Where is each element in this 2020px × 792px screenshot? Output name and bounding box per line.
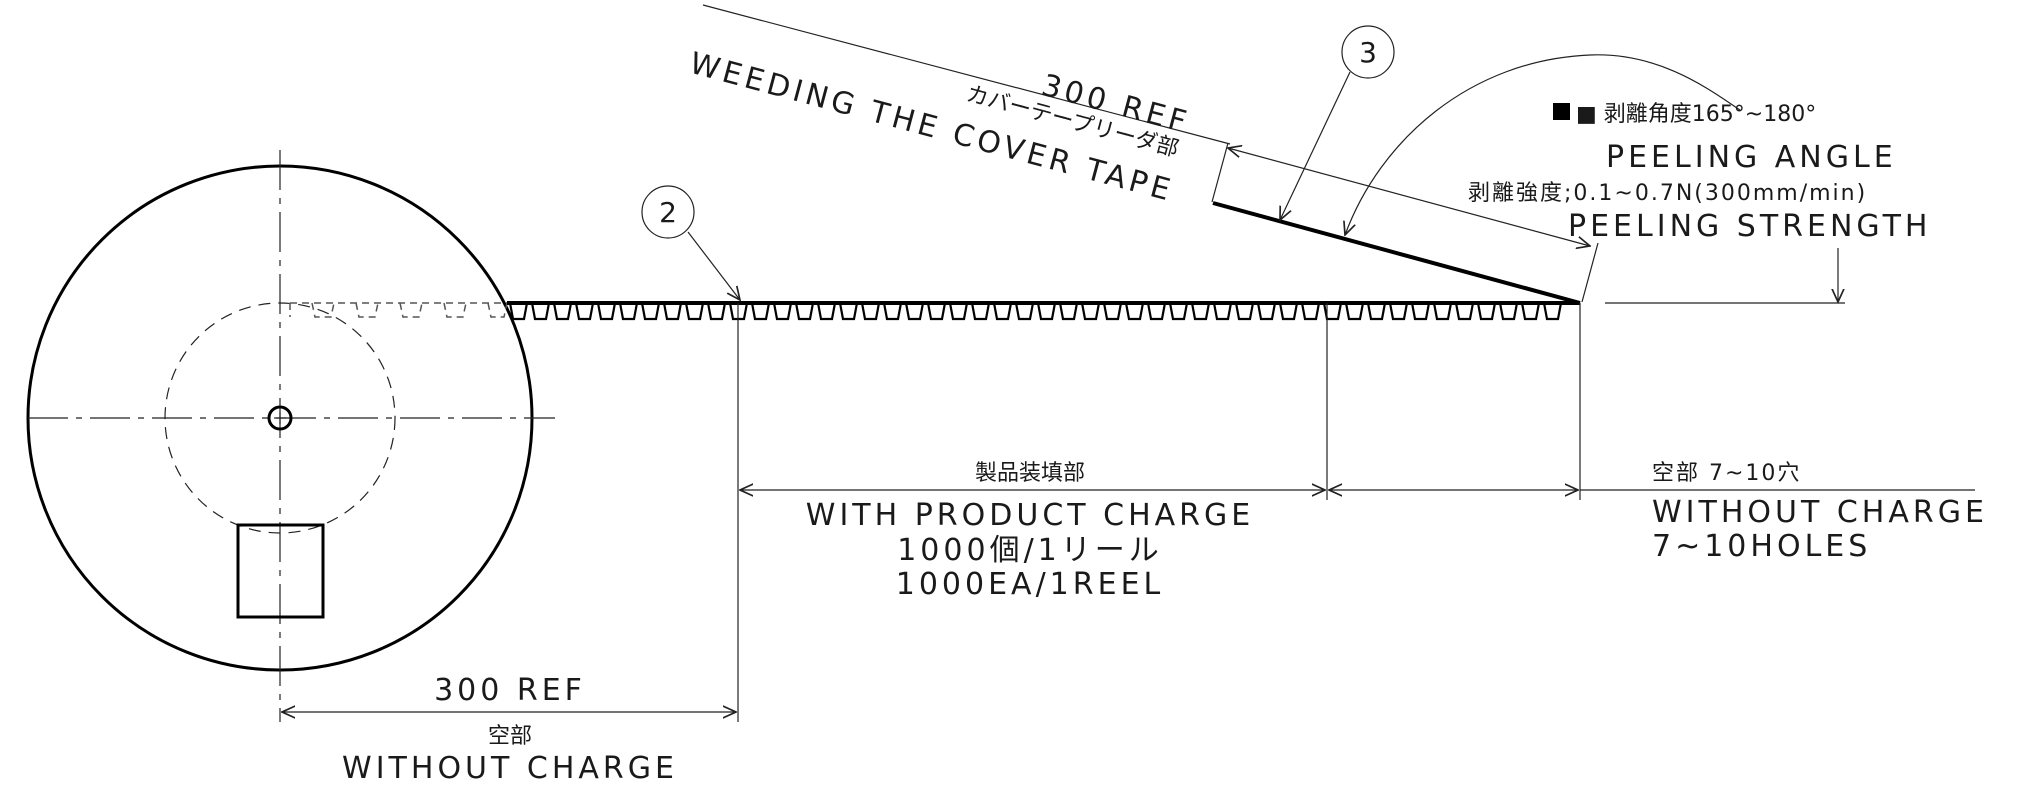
reel-hub (267, 405, 293, 431)
tape-pocket (1366, 302, 1387, 321)
tape-pocket (1520, 302, 1541, 321)
product-count-jp: 1000個/1リール (897, 533, 1163, 568)
bottom-without-charge: WITHOUT CHARGE (342, 751, 678, 786)
tape-pocket (596, 302, 617, 321)
callout-2: 2 (641, 185, 740, 300)
tape-pocket (838, 302, 859, 321)
callout-2-leader (687, 231, 740, 300)
tape-pocket (1168, 302, 1189, 321)
reel-window (236, 523, 325, 619)
tape-pocket (1476, 302, 1497, 321)
tape-pocket (1256, 302, 1277, 321)
right-without-charge: WITHOUT CHARGE (1652, 495, 1988, 530)
product-count-en: 1000EA/1REEL (896, 567, 1165, 602)
tape-pocket (1102, 302, 1123, 321)
tape-pocket (750, 302, 771, 321)
tape-pocket (1146, 302, 1167, 321)
cover-tape (1212, 201, 1581, 305)
tape-pocket (1036, 302, 1057, 321)
tape-pocket (662, 302, 683, 321)
tape-pocket (1498, 302, 1519, 321)
angle-marker-square (1553, 103, 1570, 120)
callout-3-leader (1280, 71, 1351, 220)
bottom-dim-label: 300 REF (434, 673, 586, 708)
tape-pocket (1124, 302, 1145, 321)
carrier-tape (507, 301, 1580, 321)
tape-pocket (1410, 302, 1431, 321)
tape-pocket (1432, 302, 1453, 321)
tape-pocket (1344, 302, 1365, 321)
tape-pocket (1300, 302, 1321, 321)
peeling-angle-jp: ■ 剥離角度165°~180° (1576, 102, 1816, 127)
tape-pocket (706, 302, 727, 321)
tape-pocket (904, 302, 925, 321)
right-holes: 7~10HOLES (1652, 529, 1871, 564)
peeling-strength-en: PEELING STRENGTH (1568, 209, 1931, 244)
tape-pocket (992, 302, 1013, 321)
tape-pocket (1014, 302, 1035, 321)
tape-pocket (1322, 302, 1343, 321)
top-dim-line (1228, 148, 1590, 246)
tape-pocket (948, 302, 969, 321)
tape-pocket (794, 302, 815, 321)
tape-pocket (530, 302, 551, 321)
tape-pocket (684, 302, 705, 321)
reel (26, 150, 555, 722)
callout-2-number: 2 (659, 196, 677, 229)
right-empty-jp: 空部 7~10穴 (1652, 461, 1801, 486)
tape-pocket (1454, 302, 1475, 321)
peeling-strength-jp: 剥離強度;0.1~0.7N(300mm/min) (1468, 181, 1867, 206)
bottom-empty-jp: 空部 (488, 724, 532, 749)
product-label-jp: 製品装填部 (975, 461, 1085, 486)
top-dim-extension-right (1581, 242, 1599, 303)
tape-pocket (860, 302, 881, 321)
callout-3-circle (1341, 25, 1395, 79)
peeling-angle-arc (1345, 54, 1741, 235)
tape-pocket (970, 302, 991, 321)
tape-pocket (1058, 302, 1079, 321)
product-label-en: WITH PRODUCT CHARGE (806, 498, 1254, 533)
tape-pocket (1190, 302, 1211, 321)
tape-pocket (640, 302, 661, 321)
tape-pocket (1080, 302, 1101, 321)
tape-pocket (1388, 302, 1409, 321)
tape-pockets (508, 302, 1563, 321)
callout-2-circle (641, 185, 695, 239)
callout-3-number: 3 (1359, 36, 1377, 69)
tape-pocket (772, 302, 793, 321)
tape-pocket (1212, 302, 1233, 321)
peeling-angle-en: PEELING ANGLE (1606, 140, 1897, 175)
callout-3: 3 (1280, 25, 1395, 220)
tape-pocket (618, 302, 639, 321)
cover-tape-extension-line (702, 4, 1231, 145)
tape-pocket (1278, 302, 1299, 321)
tape-pocket (552, 302, 573, 321)
tape-pocket (816, 302, 837, 321)
tape-dashed-section (289, 302, 508, 318)
tape-pocket (1234, 302, 1255, 321)
tape-pocket (882, 302, 903, 321)
tape-pocket (926, 302, 947, 321)
top-dim-extension-left (1211, 142, 1229, 203)
tape-pocket (508, 302, 529, 321)
tape-pocket (574, 302, 595, 321)
tape-pocket (1542, 302, 1563, 321)
